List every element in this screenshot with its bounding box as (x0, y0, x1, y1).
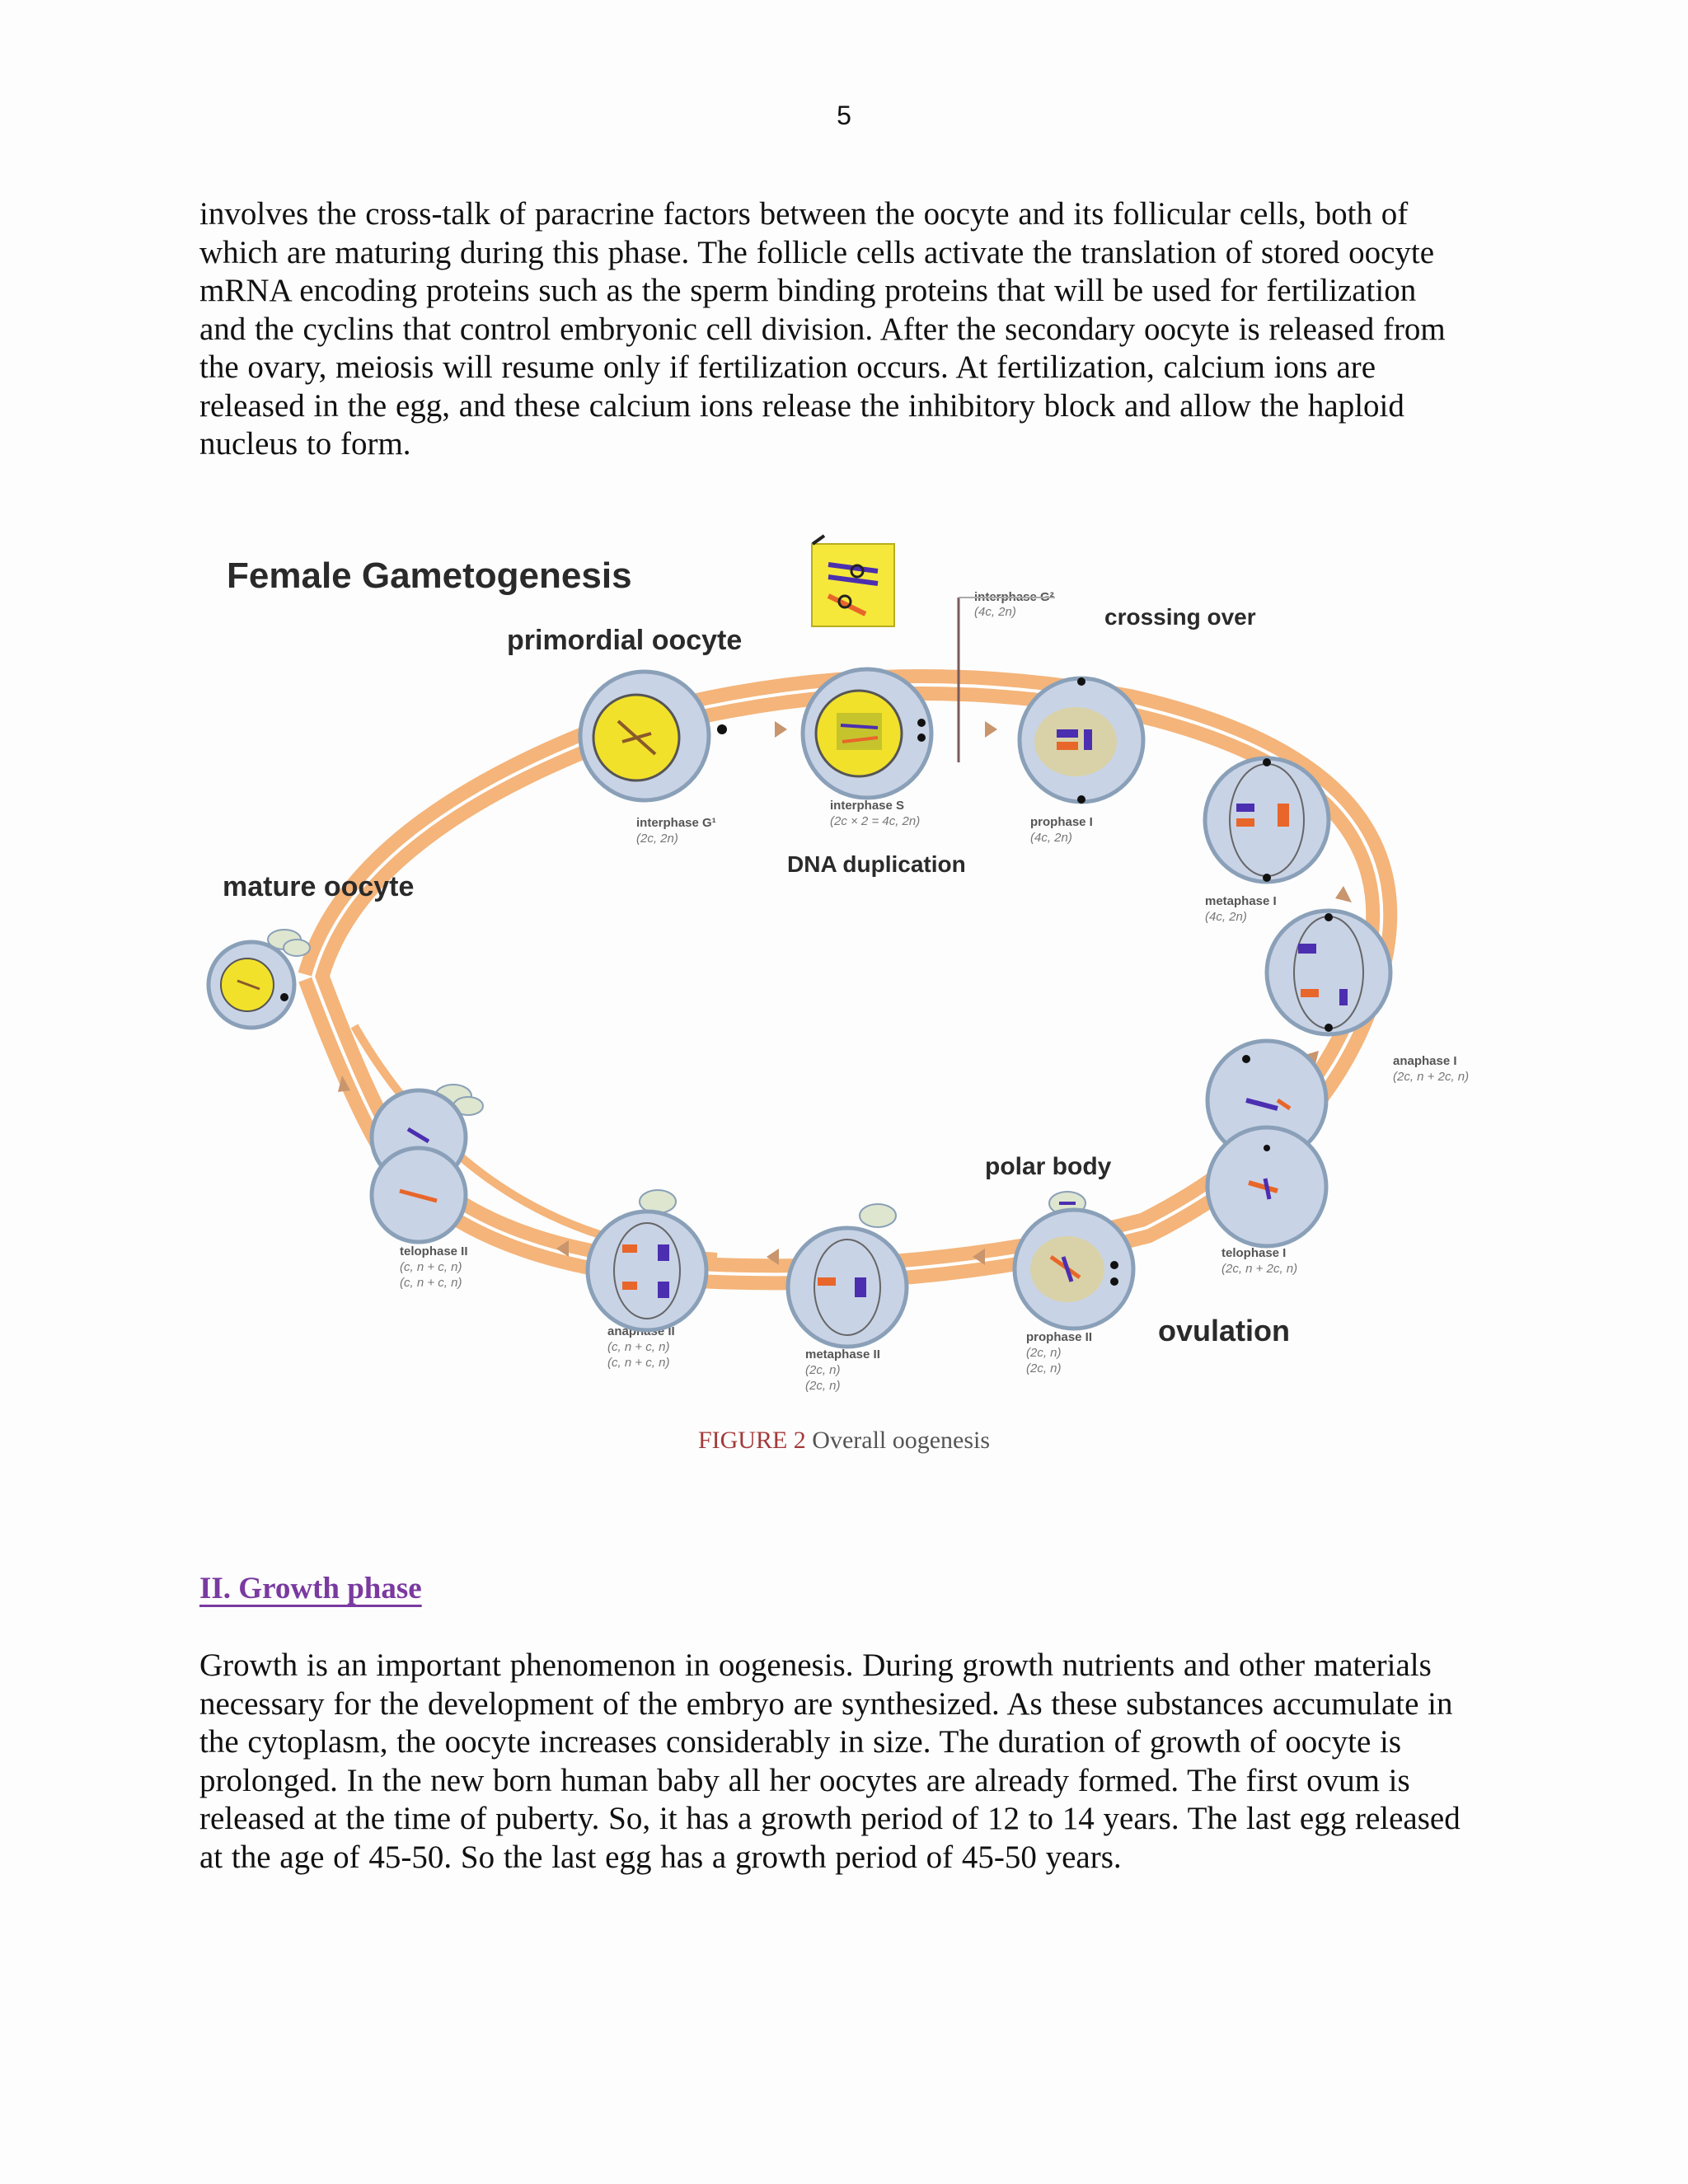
svg-text:interphase G¹: interphase G¹ (636, 816, 716, 830)
stage-metaphase-ii: metaphase II (2c, n) (2c, n) (805, 1347, 880, 1393)
dna-duplication-label: DNA duplication (787, 851, 966, 877)
cell-interphase-s (800, 667, 934, 800)
svg-text:(2c, n + 2c, n): (2c, n + 2c, n) (1221, 1262, 1297, 1276)
page-number: 5 (837, 101, 851, 130)
text-line: which are maturing during this phase. Th… (199, 234, 1435, 270)
stage-telophase-i: telophase I (2c, n + 2c, n) (1221, 1246, 1297, 1276)
svg-text:anaphase I: anaphase I (1393, 1054, 1457, 1068)
svg-text:(4c, 2n): (4c, 2n) (1030, 831, 1072, 845)
ovulation-label: ovulation (1158, 1314, 1290, 1347)
cell-telophase-ii (369, 1084, 484, 1244)
svg-text:prophase II: prophase II (1026, 1330, 1092, 1344)
cell-prophase-i (1017, 676, 1146, 804)
figure-caption-text: Overall oogenesis (812, 1427, 991, 1454)
svg-text:(2c, n): (2c, n) (805, 1363, 841, 1377)
svg-text:(c, n + c, n): (c, n + c, n) (607, 1340, 669, 1354)
oogenesis-diagram: Female Gametogenesis primordial oocyte c… (206, 534, 1469, 1393)
svg-text:(2c × 2 = 4c, 2n): (2c × 2 = 4c, 2n) (830, 814, 920, 828)
cell-metaphase-ii (785, 1203, 909, 1349)
svg-text:prophase I: prophase I (1030, 815, 1093, 829)
svg-text:(2c, n): (2c, n) (1026, 1361, 1062, 1376)
cell-mature-oocyte (206, 929, 311, 1030)
svg-text:(2c, n): (2c, n) (1026, 1346, 1062, 1360)
cell-telophase-i (1205, 1038, 1329, 1249)
stage-telophase-ii: telophase II (c, n + c, n) (c, n + c, n) (400, 1244, 468, 1290)
stage-anaphase-i: anaphase I (2c, n + 2c, n) (1393, 1054, 1469, 1084)
stage-interphase-g2: interphase G² (4c, 2n) (974, 590, 1054, 619)
svg-text:(c, n + c, n): (c, n + c, n) (400, 1260, 462, 1274)
svg-text:(2c, n + 2c, n): (2c, n + 2c, n) (1393, 1070, 1469, 1084)
svg-text:(c, n + c, n): (c, n + c, n) (400, 1276, 462, 1290)
body-paragraph-1: involves the cross-talk of paracrine fac… (199, 195, 1485, 464)
text-line: prolonged. In the new born human baby al… (199, 1762, 1410, 1798)
svg-text:(2c, n): (2c, n) (805, 1379, 841, 1393)
text-line: nucleus to form. (199, 426, 411, 462)
svg-text:(4c, 2n): (4c, 2n) (1205, 910, 1247, 924)
svg-text:(c, n + c, n): (c, n + c, n) (607, 1356, 669, 1370)
figure-title: Female Gametogenesis (227, 555, 632, 596)
section-heading: II. Growth phase (199, 1572, 422, 1605)
oogenesis-figure: Female Gametogenesis primordial oocyte c… (206, 532, 1500, 1422)
text-line: necessary for the development of the emb… (199, 1685, 1453, 1722)
text-line: and the cyclins that control embryonic c… (199, 311, 1446, 347)
figure-number: FIGURE 2 (697, 1427, 806, 1454)
stage-interphase-s: interphase S (2c × 2 = 4c, 2n) (830, 799, 920, 828)
cell-interphase-g1 (578, 669, 727, 803)
text-line: the cytoplasm, the oocyte increases cons… (199, 1724, 1402, 1760)
svg-text:(2c, 2n): (2c, 2n) (636, 832, 678, 846)
text-line: released in the egg, and these calcium i… (199, 387, 1404, 424)
text-line: Growth is an important phenomenon in oog… (199, 1647, 1432, 1683)
svg-text:metaphase II: metaphase II (805, 1347, 880, 1361)
cell-prophase-ii (1012, 1207, 1136, 1331)
figure-caption: FIGURE 2 Overall oogenesis (0, 1427, 1688, 1455)
svg-text:(4c, 2n): (4c, 2n) (974, 605, 1016, 619)
svg-text:telophase I: telophase I (1221, 1246, 1286, 1260)
text-line: involves the cross-talk of paracrine fac… (199, 196, 1409, 232)
cell-metaphase-i (1203, 756, 1331, 884)
stage-metaphase-i: metaphase I (4c, 2n) (1205, 894, 1277, 924)
stage-interphase-g1: interphase G¹ (2c, 2n) (636, 816, 716, 846)
polar-body-label: polar body (985, 1153, 1112, 1180)
text-line: the ovary, meiosis will resume only if f… (199, 349, 1376, 385)
text-line: released at the time of puberty. So, it … (199, 1801, 1461, 1836)
svg-text:interphase S: interphase S (830, 799, 904, 813)
crossing-over-label: crossing over (1104, 604, 1256, 630)
text-line: mRNA encoding proteins such as the sperm… (199, 273, 1417, 308)
crossing-over-inset (811, 534, 895, 627)
svg-text:metaphase I: metaphase I (1205, 894, 1277, 908)
cell-anaphase-ii (585, 1189, 709, 1333)
stage-prophase-i: prophase I (4c, 2n) (1030, 815, 1093, 845)
cell-anaphase-i (1264, 908, 1393, 1037)
mature-oocyte-label: mature oocyte (223, 871, 414, 902)
text-line: at the age of 45-50. So the last egg has… (199, 1839, 1122, 1875)
body-paragraph-2: Growth is an important phenomenon in oog… (199, 1647, 1485, 1877)
primordial-oocyte-label: primordial oocyte (507, 625, 742, 656)
svg-text:telophase II: telophase II (400, 1244, 468, 1258)
stage-prophase-ii: prophase II (2c, n) (2c, n) (1026, 1330, 1092, 1376)
